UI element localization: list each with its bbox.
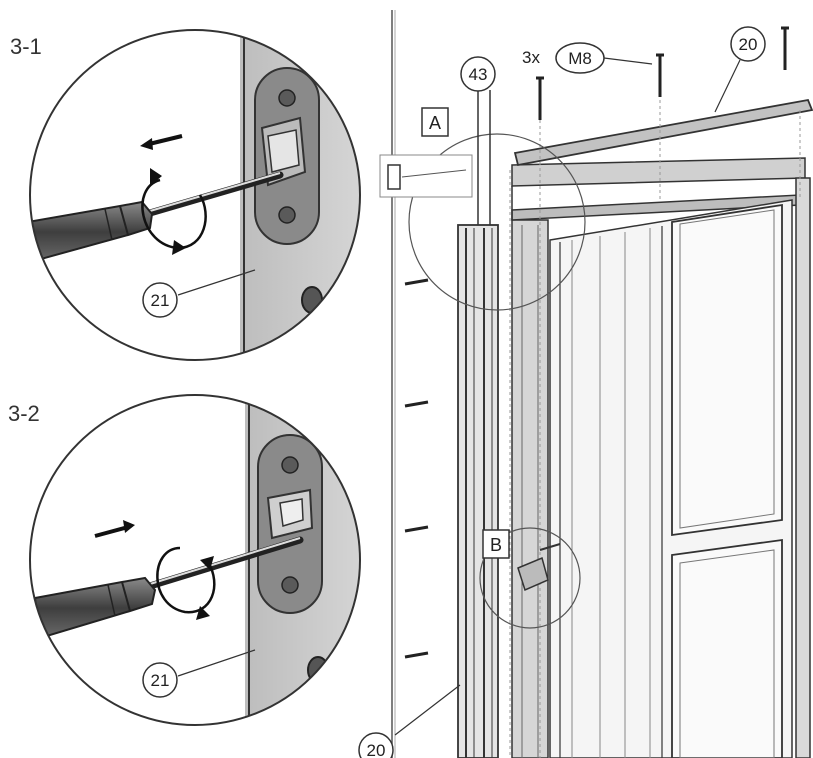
door-jamb bbox=[511, 219, 549, 758]
callout-leader-20-bottom bbox=[394, 684, 461, 736]
frame-post-right bbox=[795, 177, 811, 758]
screw-leader bbox=[603, 57, 653, 65]
detail-circle-3-2: 21 bbox=[29, 394, 361, 726]
screw-type: M8 bbox=[568, 49, 592, 68]
part-callout-20-bottom bbox=[358, 732, 394, 758]
screw-quantity: 3x bbox=[522, 48, 540, 67]
m8-screws bbox=[536, 26, 789, 120]
detail-a-inset bbox=[379, 154, 473, 198]
push-arrow bbox=[94, 525, 129, 538]
part-callout-43-text: 43 bbox=[469, 65, 488, 84]
detail-b-label: B bbox=[490, 535, 502, 555]
part-callout-21-b bbox=[142, 662, 178, 698]
door-lower-panel bbox=[671, 538, 783, 758]
screwdriver-3-2 bbox=[33, 536, 304, 640]
part-callout-21-b-text: 21 bbox=[151, 671, 170, 690]
part-callout-21-a-text: 21 bbox=[151, 291, 170, 310]
top-beam-20 bbox=[513, 98, 813, 167]
detail-a-label: A bbox=[429, 113, 441, 133]
arrow-head-icon bbox=[140, 138, 153, 150]
part-callout-20-top bbox=[730, 26, 766, 62]
arrow-head-icon bbox=[123, 520, 135, 533]
detail-a-box bbox=[421, 107, 449, 137]
bracket-b bbox=[517, 556, 549, 592]
detail-circle-a: A bbox=[379, 107, 586, 311]
wall-marks bbox=[404, 278, 429, 659]
part-callout-20-bottom-text: 20 bbox=[367, 741, 386, 758]
door-lintel bbox=[511, 157, 806, 187]
part-callout-21-a bbox=[142, 282, 178, 318]
door-upper-panel bbox=[671, 203, 783, 537]
part-callout-20-top-text: 20 bbox=[739, 35, 758, 54]
plate-screw-top bbox=[278, 89, 296, 107]
door-assembly bbox=[457, 70, 813, 758]
detail-b-box bbox=[482, 529, 510, 559]
detail-circle-b: B bbox=[479, 527, 581, 629]
frame-hole bbox=[301, 286, 323, 314]
detail-circle-3-1: 21 bbox=[29, 29, 361, 361]
step-label-3-2: 3-2 bbox=[8, 401, 40, 426]
rotate-arrow-icon bbox=[156, 546, 216, 614]
plate-screw-bottom bbox=[278, 206, 296, 224]
screwdriver-3-1 bbox=[30, 171, 284, 264]
step-label-3-1: 3-1 bbox=[10, 34, 42, 59]
part-callout-43 bbox=[460, 56, 496, 92]
callout-leader-21-a bbox=[177, 269, 256, 296]
